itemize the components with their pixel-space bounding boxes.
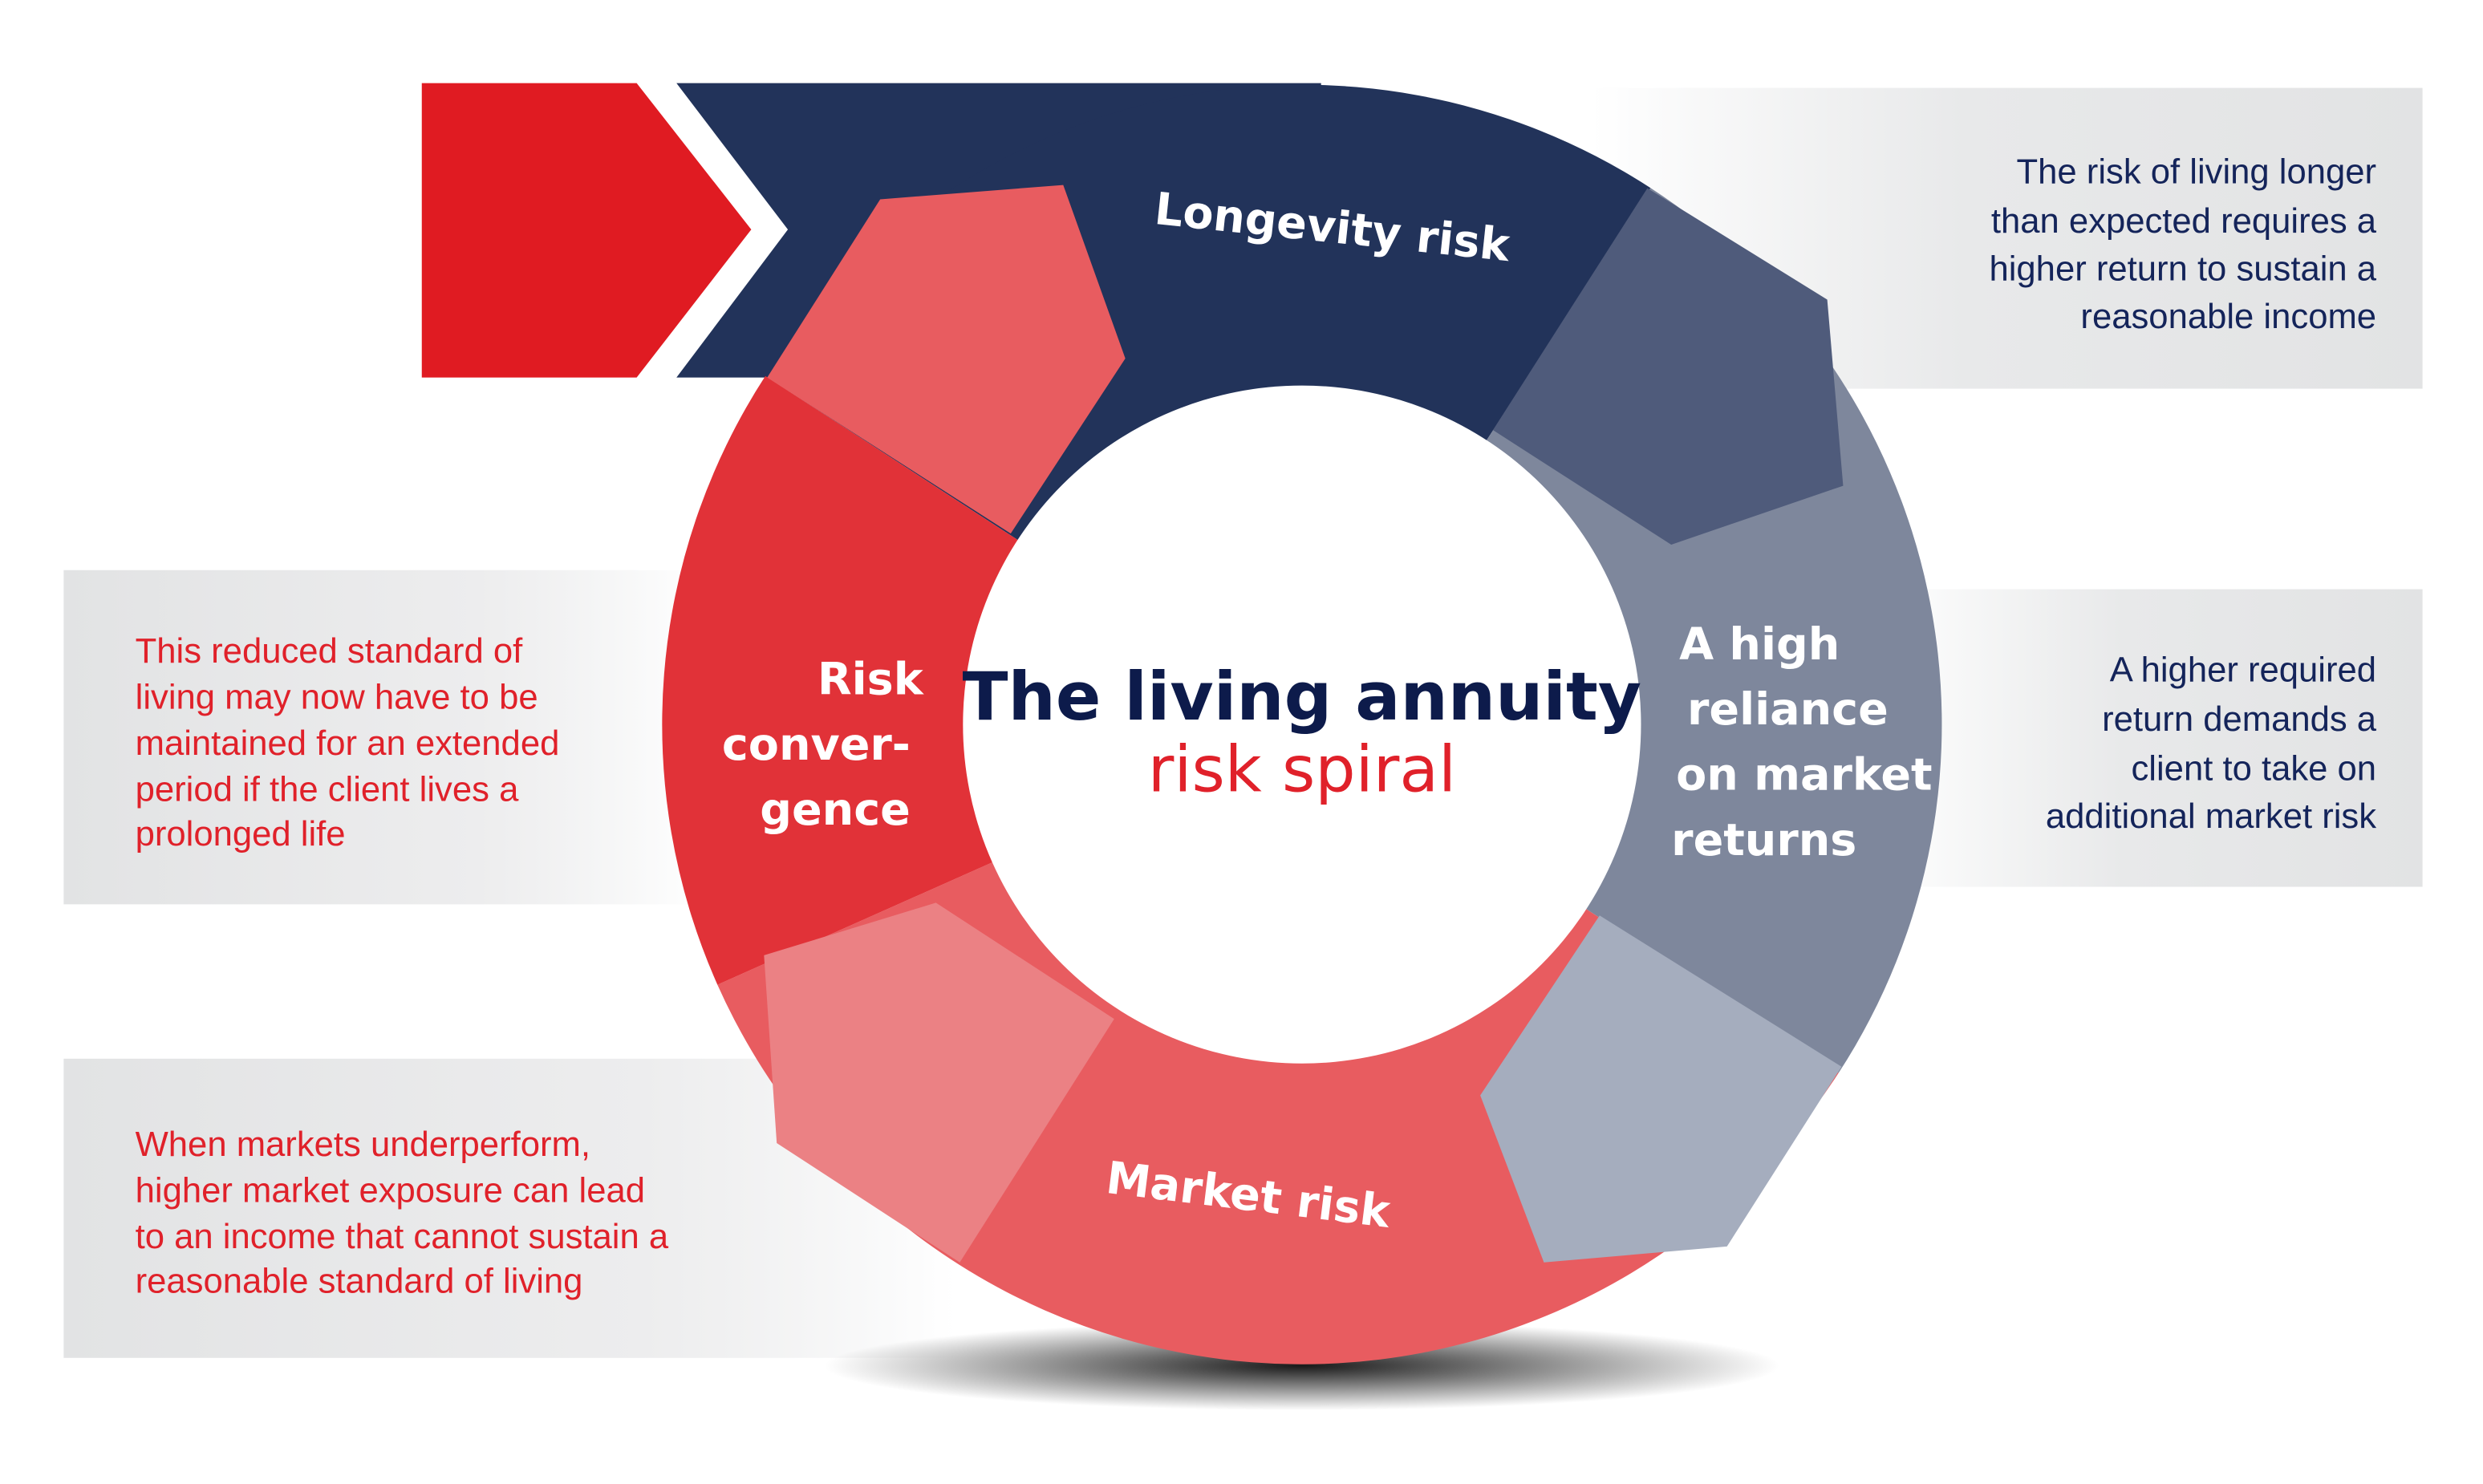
label-reliance: A high reliance on market returns: [1671, 618, 1932, 866]
label-line: gence: [760, 784, 911, 836]
description-line: prolonged life: [136, 814, 346, 854]
label-convergence: Risk conver- gence: [722, 653, 924, 836]
description-line: reasonable income: [2080, 297, 2376, 336]
description-line: reasonable standard of living: [136, 1261, 583, 1300]
segment-arrow-pink-top: [767, 184, 1126, 534]
description-line: The risk of living longer: [2017, 152, 2377, 192]
segment-arrow-slate: [1492, 188, 1844, 545]
description-line: higher market exposure can lead: [136, 1170, 645, 1210]
description-line: This reduced standard of: [136, 631, 523, 671]
description-line: return demands a: [2102, 699, 2377, 739]
description-box-reliance: [1878, 589, 2423, 887]
label-line: conver-: [722, 719, 911, 771]
center-circle: [963, 385, 1641, 1064]
description-market: When markets underperform, higher market…: [136, 1125, 669, 1301]
segment-arrow-lightpink: [764, 902, 1114, 1263]
description-line: to an income that cannot sustain a: [136, 1217, 669, 1256]
description-line: maintained for an extended: [136, 724, 560, 763]
description-line: higher return to sustain a: [1989, 249, 2376, 289]
description-line: living may now have to be: [136, 677, 538, 716]
description-longevity: The risk of living longer than expected …: [1989, 152, 2376, 337]
label-line: returns: [1671, 814, 1856, 866]
description-reliance: A higher required return demands a clien…: [2046, 651, 2377, 837]
description-line: client to take on: [2131, 749, 2376, 789]
center-subtitle: risk spiral: [1148, 732, 1456, 807]
description-line: additional market risk: [2046, 797, 2376, 836]
description-line: When markets underperform,: [136, 1125, 590, 1164]
description-box-convergence: [63, 570, 700, 905]
description-line: A higher required: [2110, 651, 2376, 690]
description-line: than expected requires a: [1991, 201, 2377, 241]
label-line: reliance: [1687, 683, 1889, 736]
segment-arrow-lightblue: [1480, 915, 1842, 1263]
label-line: A high: [1679, 618, 1840, 671]
description-convergence: This reduced standard of living may now …: [136, 631, 560, 854]
ring-shadow: [824, 1321, 1780, 1411]
red-arrow: [421, 83, 752, 378]
center-title: The living annuity: [963, 658, 1641, 736]
description-line: period if the client lives a: [136, 769, 519, 809]
label-line: Risk: [818, 653, 924, 705]
label-line: on market: [1676, 749, 1932, 801]
